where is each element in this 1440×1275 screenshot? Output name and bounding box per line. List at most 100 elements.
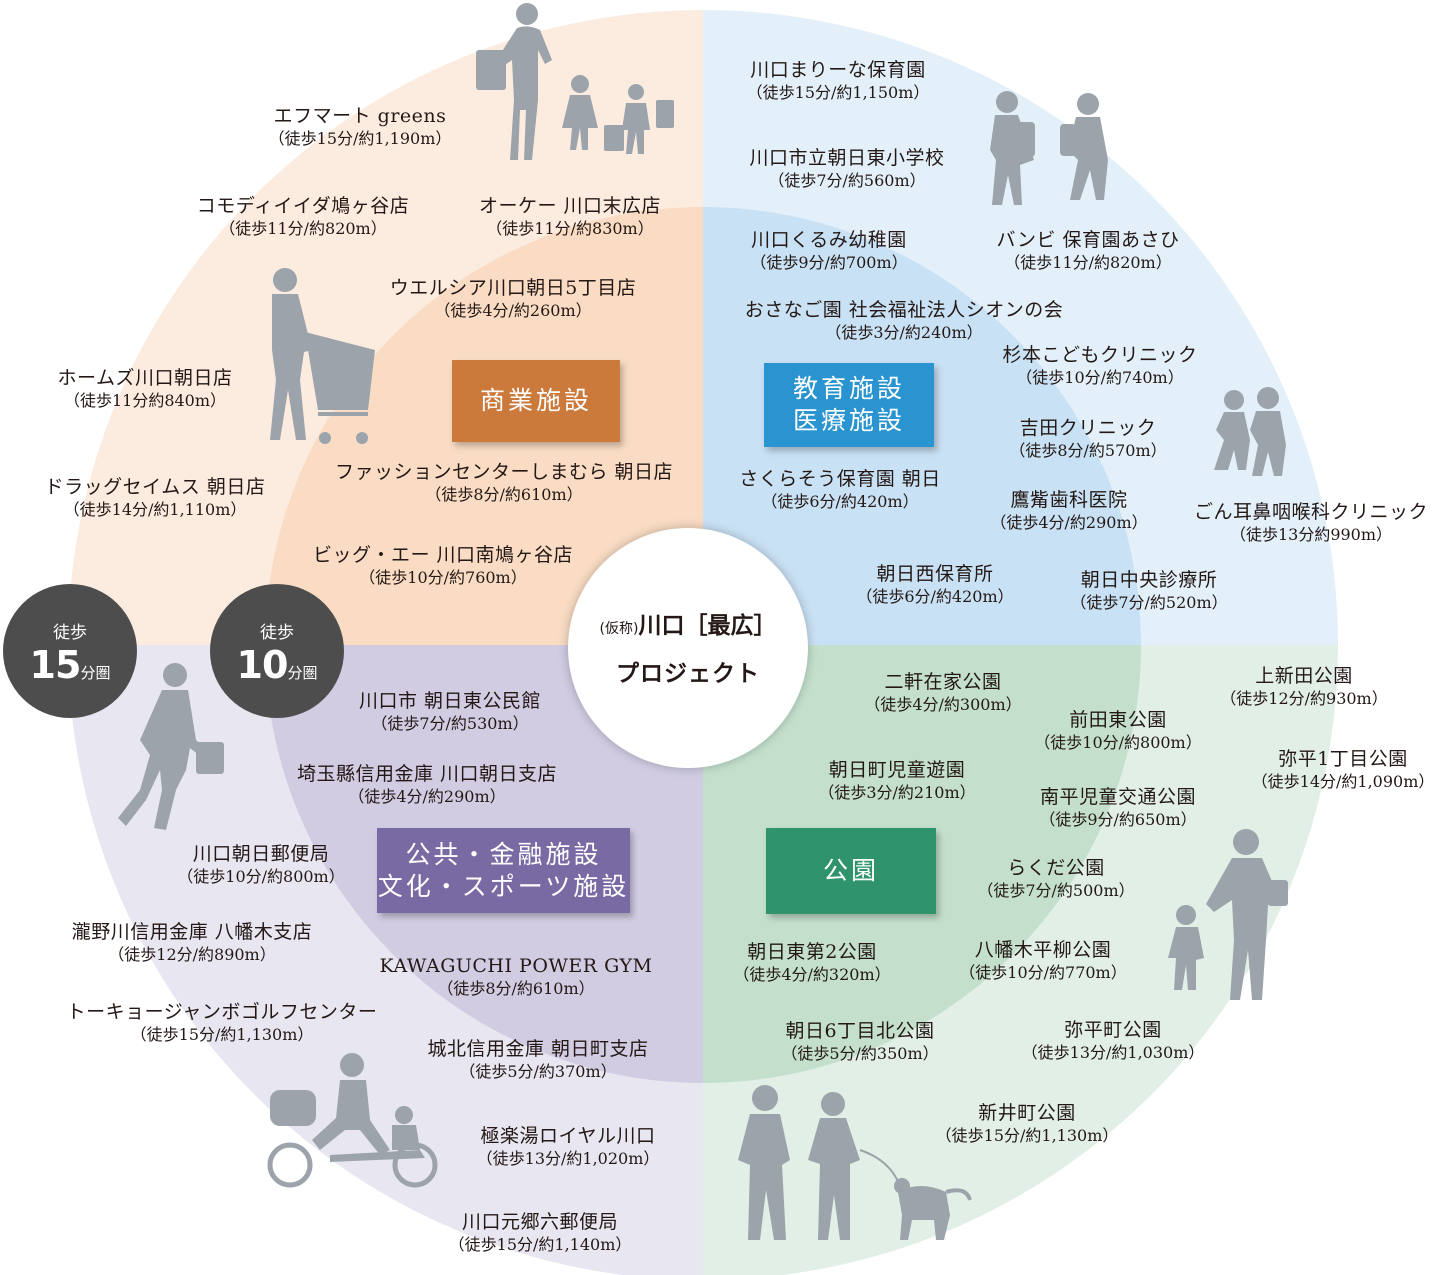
facility-name: 南平児童交通公園 xyxy=(1039,786,1197,808)
facility-public-2: 川口朝日郵便局 （徒歩10分/約800m） xyxy=(177,842,344,887)
facility-park-5: 南平児童交通公園 （徒歩9分/約650m） xyxy=(1039,785,1196,830)
facility-distance: （徒歩4分/約260m） xyxy=(434,301,592,320)
facility-name: 川口市 朝日東公民館 xyxy=(358,690,542,712)
facility-park-9: 朝日6丁目北公園（徒歩5分/約350m） xyxy=(781,1019,938,1064)
facility-park-2: 前田東公園（徒歩10分/約800m） xyxy=(1034,708,1201,753)
facility-park-3: 弥平1丁目公園（徒歩14分/約1,090m） xyxy=(1252,747,1435,792)
facility-distance: （徒歩10分/約800m） xyxy=(1034,733,1202,752)
facility-education-11: 朝日中央診療所（徒歩7分/約520m） xyxy=(1070,568,1227,613)
facility-name: 新井町公園 xyxy=(978,1102,1076,1124)
facility-name: ファッションセンターしまむら 朝日店 xyxy=(334,461,674,483)
facility-commercial-5: ファッションセンターしまむら 朝日店 （徒歩8分/約610m） xyxy=(335,460,673,505)
project-subtitle: プロジェクト xyxy=(616,661,760,687)
facility-name: 朝日西保育所 xyxy=(876,563,994,585)
facility-name: ビッグ・エー 川口南鳩ヶ谷店 xyxy=(312,544,574,566)
facility-name: 川口まりーな保育園 xyxy=(750,59,926,81)
school-children-icon xyxy=(990,91,1108,205)
facility-distance: （徒歩10分/約770m） xyxy=(959,963,1127,982)
facility-public-8: 川口元郷六郵便局 （徒歩15分/約1,140m） xyxy=(449,1210,632,1255)
shopping-cart-person-icon xyxy=(270,268,375,444)
facility-park-7: 朝日東第2公園（徒歩4分/約320m） xyxy=(733,940,890,985)
project-center-circle: (仮称)川口［最広］ プロジェクト xyxy=(568,528,808,768)
facility-park-1: 上新田公園（徒歩12分/約930m） xyxy=(1220,664,1387,709)
walk-unit: 分圏 xyxy=(80,664,111,682)
facility-public-0: 川口市 朝日東公民館 （徒歩7分/約530m） xyxy=(359,689,541,734)
facility-distance: （徒歩15分/約1,150m） xyxy=(746,83,930,102)
facility-public-6: 城北信用金庫 朝日町支店（徒歩5分/約370m） xyxy=(427,1037,648,1082)
facility-distance: （徒歩10分/約800m） xyxy=(177,867,345,886)
facility-distance: （徒歩15分/約1,140m） xyxy=(448,1235,632,1254)
shopping-family-icon xyxy=(476,3,674,161)
facility-distance: （徒歩10分/約740m） xyxy=(1016,368,1184,387)
facility-commercial-0: エフマート greens （徒歩15分/約1,190m） xyxy=(269,104,452,149)
facility-name: 上新田公園 xyxy=(1255,665,1353,687)
facility-name: オーケー 川口末広店 xyxy=(478,195,662,217)
facility-distance: （徒歩7分/約560m） xyxy=(768,171,926,190)
facility-name: ホームズ川口朝日店 xyxy=(57,367,233,389)
facility-education-2: 川口くるみ幼稚園（徒歩9分/約700m） xyxy=(750,228,907,273)
facility-distance: （徒歩9分/約650m） xyxy=(1039,810,1197,829)
facility-name: 朝日町児童遊園 xyxy=(828,759,966,781)
facility-distance: （徒歩15分/約1,190m） xyxy=(268,129,452,148)
facility-name: エフマート greens xyxy=(273,105,447,127)
walk-minutes: 10 xyxy=(236,643,289,687)
facility-public-1: 埼玉縣信用金庫 川口朝日支店（徒歩4分/約290m） xyxy=(297,762,557,807)
facility-name: コモディイイダ鳩ヶ谷店 xyxy=(196,195,410,217)
facility-distance: （徒歩6分/約420m） xyxy=(856,587,1014,606)
facility-park-8: 八幡木平柳公園（徒歩10分/約770m） xyxy=(959,938,1126,983)
facility-distance: （徒歩3分/約210m） xyxy=(818,783,976,802)
facility-distance: （徒歩14分/約1,110m） xyxy=(63,500,247,519)
facility-distance: （徒歩8分/約610m） xyxy=(425,485,583,504)
facility-name: 杉本こどもクリニック xyxy=(1002,344,1198,366)
category-badge-commercial: 商業施設 xyxy=(452,360,620,442)
facility-education-8: 鷹觜歯科医院（徒歩4分/約290m） xyxy=(990,488,1147,533)
facility-name: 弥平町公園 xyxy=(1064,1019,1162,1041)
facility-public-3: 瀧野川信用金庫 八幡木支店（徒歩12分/約890m） xyxy=(72,920,313,965)
facility-distance: （徒歩4分/約290m） xyxy=(990,513,1148,532)
facility-distance: （徒歩11分/約820m） xyxy=(1004,253,1172,272)
facility-distance: （徒歩7分/約500m） xyxy=(977,881,1135,900)
facility-distance: （徒歩15分/約1,130m） xyxy=(130,1025,314,1044)
facility-park-10: 弥平町公園（徒歩13分/約1,030m） xyxy=(1022,1018,1205,1063)
facility-commercial-6: ドラッグセイムス 朝日店（徒歩14分/約1,110m） xyxy=(45,475,266,520)
facility-public-7: 極楽湯ロイヤル川口（徒歩13分/約1,020m） xyxy=(477,1124,660,1169)
facility-name: さくらそう保育園 朝日 xyxy=(739,468,941,490)
facility-distance: （徒歩13分約990m） xyxy=(1229,525,1393,544)
facility-name: 川口朝日郵便局 xyxy=(192,843,330,865)
facility-distance: （徒歩6分/約420m） xyxy=(761,492,919,511)
facility-distance: （徒歩4分/約320m） xyxy=(733,965,891,984)
facility-distance: （徒歩7分/約530m） xyxy=(371,714,529,733)
facility-name: トーキョージャンボゴルフセンター xyxy=(66,1001,378,1023)
facility-name: 川口元郷六郵便局 xyxy=(461,1211,619,1233)
category-label: 医療施設 xyxy=(792,406,905,435)
facility-name: おさなご園 社会福祉法人シオンの会 xyxy=(744,299,1064,321)
facility-distance: （徒歩4分/約300m） xyxy=(864,695,1022,714)
facility-name: 弥平1丁目公園 xyxy=(1278,748,1408,770)
category-label: 文化・スポーツ施設 xyxy=(377,871,630,901)
facility-name: 二軒在家公園 xyxy=(884,671,1002,693)
facility-commercial-1: コモディイイダ鳩ヶ谷店（徒歩11分/約820m） xyxy=(197,194,409,239)
facility-public-4: KAWAGUCHI POWER GYM （徒歩8分/約610m） xyxy=(380,954,653,999)
mother-child-icon xyxy=(1168,829,1288,1000)
project-name: 川口［最広］ xyxy=(638,613,777,639)
facility-name: 朝日6丁目北公園 xyxy=(785,1020,935,1042)
facility-distance: （徒歩11分約840m） xyxy=(63,391,227,410)
facility-name: バンビ 保育園あさひ xyxy=(996,229,1180,251)
facility-name: KAWAGUCHI POWER GYM xyxy=(379,955,653,977)
facility-commercial-7: ビッグ・エー 川口南鳩ヶ谷店（徒歩10分/約760m） xyxy=(313,543,573,588)
facility-name: 瀧野川信用金庫 八幡木支店 xyxy=(71,921,313,943)
category-badge-public: 公共・金融施設 文化・スポーツ施設 xyxy=(377,828,630,913)
category-label: 商業施設 xyxy=(479,386,592,415)
category-badge-education: 教育施設 医療施設 xyxy=(764,363,934,447)
facility-distance: （徒歩5分/約370m） xyxy=(459,1062,617,1081)
facility-commercial-2: オーケー 川口末広店（徒歩11分/約830m） xyxy=(479,194,661,239)
walk-label: 徒歩 xyxy=(53,623,87,643)
facility-park-4: 朝日町児童遊園 （徒歩3分/約210m） xyxy=(818,758,975,803)
businessman-icon xyxy=(118,663,224,830)
facility-distance: （徒歩3分/約240m） xyxy=(825,323,983,342)
facility-education-6: 吉田クリニック（徒歩8分/約570m） xyxy=(1009,416,1166,461)
facility-distance: （徒歩8分/約610m） xyxy=(437,979,595,998)
facility-education-10: 朝日西保育所 （徒歩6分/約420m） xyxy=(856,562,1013,607)
couple-walking-dog-icon xyxy=(738,1085,972,1240)
